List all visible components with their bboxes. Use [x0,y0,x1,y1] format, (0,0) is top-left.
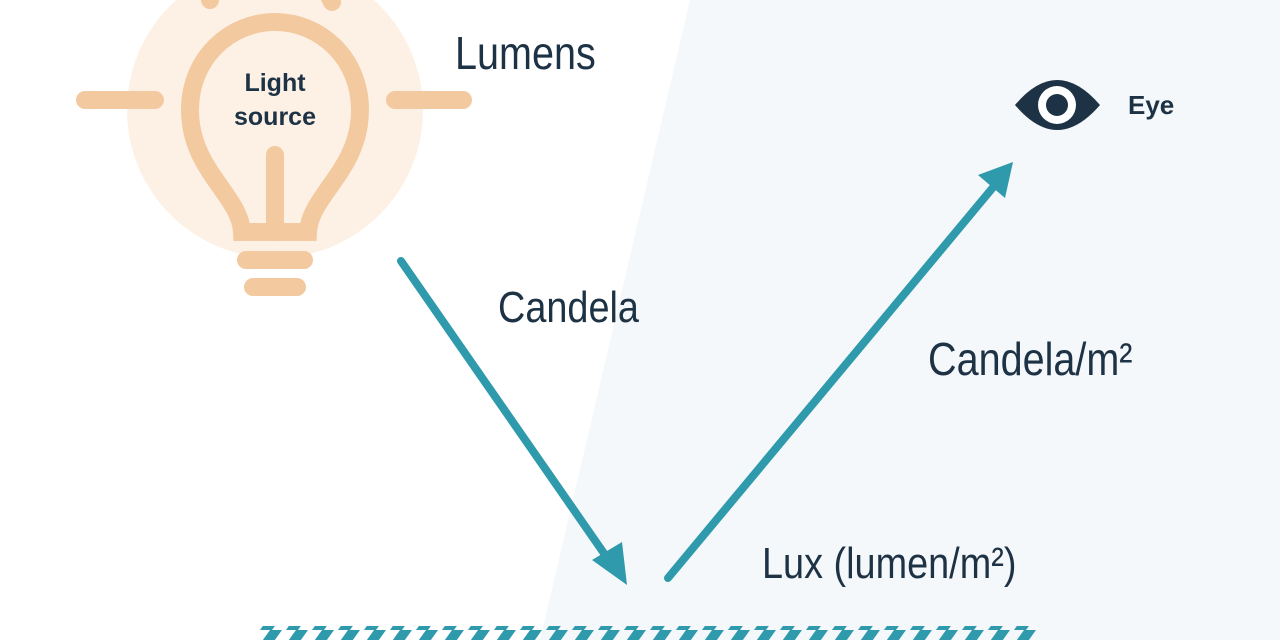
eye-icon [1015,80,1100,130]
light-source-label-line1: Light [244,69,306,97]
hatched-surface [258,626,1036,640]
light-source-label-line2: source [234,103,316,131]
candela-per-m2-label: Candela/m² [928,333,1133,385]
lux-label: Lux (lumen/m²) [762,539,1017,588]
light-bulb-icon [76,0,472,296]
arrow-down-right-icon [397,257,627,585]
candela-label: Candela [498,283,639,332]
lumens-label: Lumens [455,27,596,79]
eye-label: Eye [1128,90,1175,120]
arrow-up-right-icon [664,162,1013,582]
background-panel [540,0,1280,640]
